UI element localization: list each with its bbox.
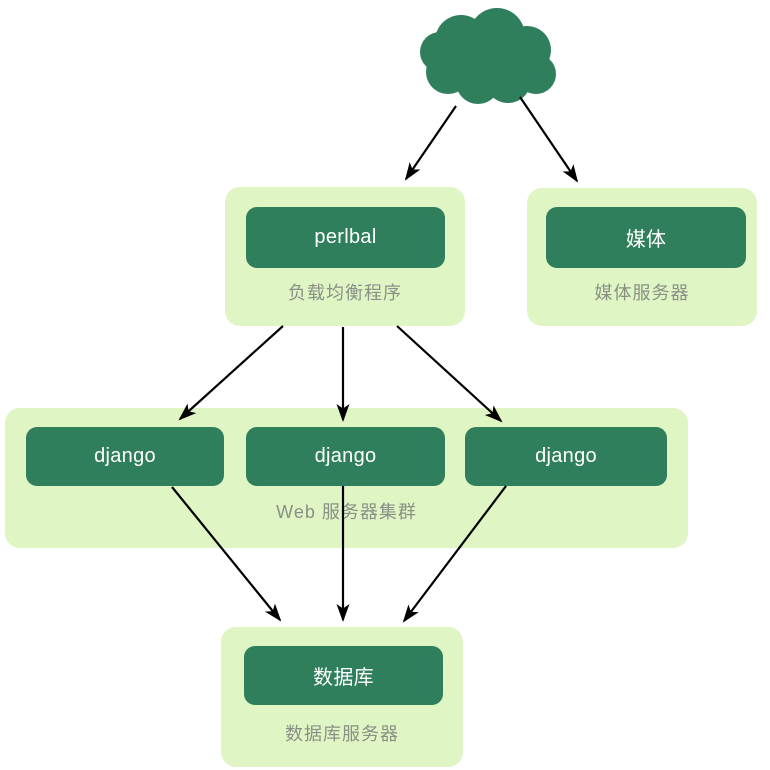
arrow-perlbal-to-django-3: [396, 325, 503, 423]
node-django-1: django: [26, 427, 224, 486]
node-django-1-label: django: [94, 445, 156, 467]
internet-cloud-icon: [420, 8, 556, 104]
caption-load-balancer: 负载均衡程序: [288, 283, 402, 303]
node-perlbal-label: perlbal: [314, 226, 377, 248]
node-database-label: 数据库: [313, 667, 374, 689]
node-django-3: django: [465, 427, 667, 486]
group-media-server: 媒体 媒体服务器: [527, 188, 757, 326]
arrow-cloud-to-load-balancer: [404, 105, 457, 181]
arrow-perlbal-to-django-1: [178, 325, 284, 421]
arrow-cloud-to-media: [519, 96, 579, 183]
node-perlbal: perlbal: [246, 207, 445, 268]
caption-web-cluster: Web 服务器集群: [276, 502, 417, 522]
node-media: 媒体: [546, 207, 746, 268]
group-web-cluster: django django django Web 服务器集群: [5, 408, 688, 548]
node-media-label: 媒体: [625, 229, 667, 251]
node-database: 数据库: [244, 646, 443, 705]
caption-media-server: 媒体服务器: [594, 283, 690, 303]
group-load-balancer: perlbal 负载均衡程序: [225, 187, 465, 326]
node-django-2-label: django: [314, 445, 377, 467]
group-database-server: 数据库 数据库服务器: [221, 627, 463, 767]
node-django-2: django: [246, 427, 445, 486]
caption-database-server: 数据库服务器: [285, 724, 399, 744]
node-django-3-label: django: [535, 445, 597, 467]
